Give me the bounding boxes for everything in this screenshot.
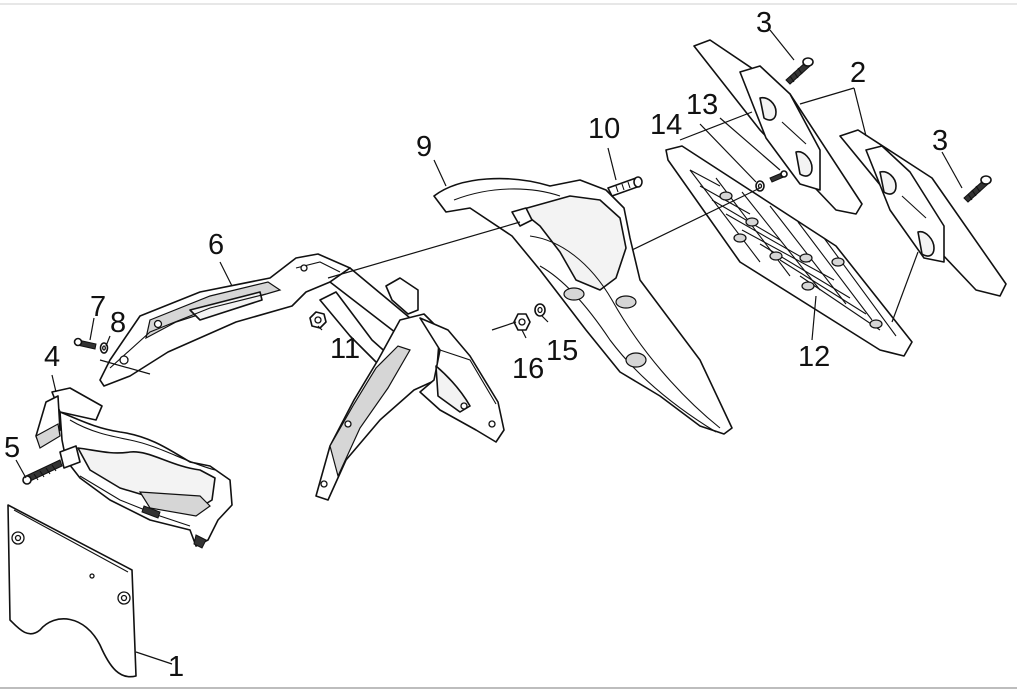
part-10-bolt [607, 176, 643, 197]
callout-15: 15 [546, 335, 578, 367]
callout-8: 8 [110, 307, 126, 339]
part-11-nut [309, 311, 327, 329]
part-3-screw-upper [785, 57, 814, 85]
callout-6: 6 [208, 229, 224, 261]
callout-3: 3 [932, 125, 948, 157]
callout-labels: 1 2 3 3 4 5 6 7 8 9 10 11 12 13 14 15 16 [4, 7, 948, 683]
callout-3: 3 [756, 7, 772, 39]
part-6-bracket [99, 253, 505, 501]
callout-7: 7 [90, 291, 106, 323]
part-9-rear-fender [433, 177, 733, 435]
callout-2: 2 [850, 57, 866, 89]
part-3-screw-lower [963, 175, 992, 203]
part-1-plate-backing [7, 504, 137, 678]
callout-5: 5 [4, 432, 20, 464]
part-13-screw [769, 170, 788, 183]
callout-4: 4 [44, 341, 60, 373]
part-7-bolt [73, 337, 97, 350]
callout-16: 16 [512, 353, 544, 385]
part-15-washer [534, 303, 546, 317]
callout-10: 10 [588, 113, 620, 145]
callout-9: 9 [416, 131, 432, 163]
callout-14: 14 [650, 109, 682, 141]
part-4-light-housing [35, 387, 233, 549]
callout-13: 13 [686, 89, 718, 121]
part-12-plate-holder [665, 145, 913, 357]
part-2-bracket-upper [693, 39, 863, 215]
part-2-bracket-lower [839, 129, 1007, 297]
callout-12: 12 [798, 341, 830, 373]
leader-lines [15, 29, 963, 665]
part-5-screw [22, 459, 63, 485]
callout-11: 11 [330, 333, 360, 365]
callout-1: 1 [168, 651, 184, 683]
part-16-nut [513, 313, 531, 331]
